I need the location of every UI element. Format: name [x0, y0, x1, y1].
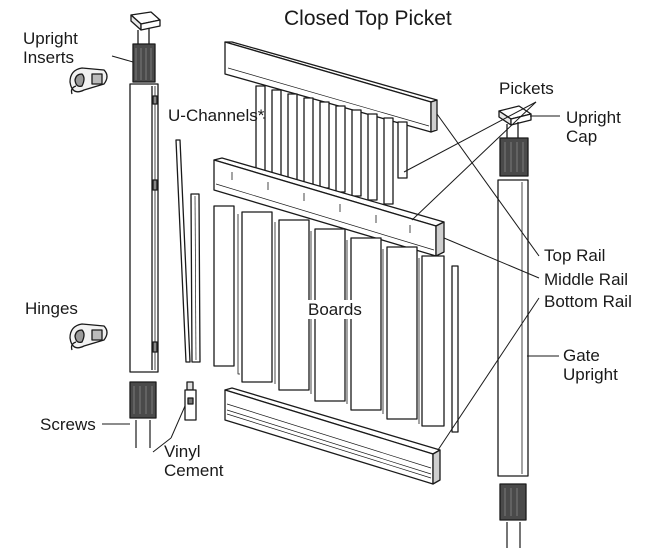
label-gate-upright: Gate Upright: [563, 346, 618, 384]
pickets: [255, 85, 408, 205]
right-gate-upright: [497, 179, 529, 477]
label-screws: Screws: [40, 415, 96, 434]
label-bottom-rail: Bottom Rail: [544, 292, 632, 311]
label-pickets: Pickets: [499, 79, 554, 98]
vinyl-cement-bottle: [184, 381, 197, 421]
left-screws: [135, 420, 151, 448]
diagram-title: Closed Top Picket: [284, 7, 452, 30]
label-boards: Boards: [307, 300, 363, 319]
left-upright-insert: [132, 43, 156, 83]
lower-hinge: [69, 323, 108, 351]
right-bottom-insert: [499, 483, 527, 521]
left-gate-upright: [129, 83, 159, 373]
left-u-channel: [175, 139, 201, 363]
leader-lines: [102, 55, 560, 453]
boards: [213, 205, 445, 427]
right-u-channel: [451, 265, 459, 433]
label-u-channels: U-Channels*: [168, 106, 265, 125]
label-upright-inserts: Upright Inserts: [23, 29, 78, 67]
label-top-rail: Top Rail: [544, 246, 606, 265]
label-middle-rail: Middle Rail: [544, 270, 629, 289]
top-rail: [224, 41, 438, 133]
right-screws: [506, 522, 521, 548]
left-bottom-insert: [129, 381, 157, 419]
right-upright-insert: [499, 137, 529, 177]
bottom-rail: [224, 387, 441, 485]
label-upright-cap: Upright Cap: [566, 108, 621, 146]
left-upright-cap: [130, 11, 161, 31]
label-hinges: Hinges: [25, 299, 78, 318]
upper-hinge: [69, 67, 108, 95]
label-vinyl-cement: Vinyl Cement: [164, 442, 224, 480]
